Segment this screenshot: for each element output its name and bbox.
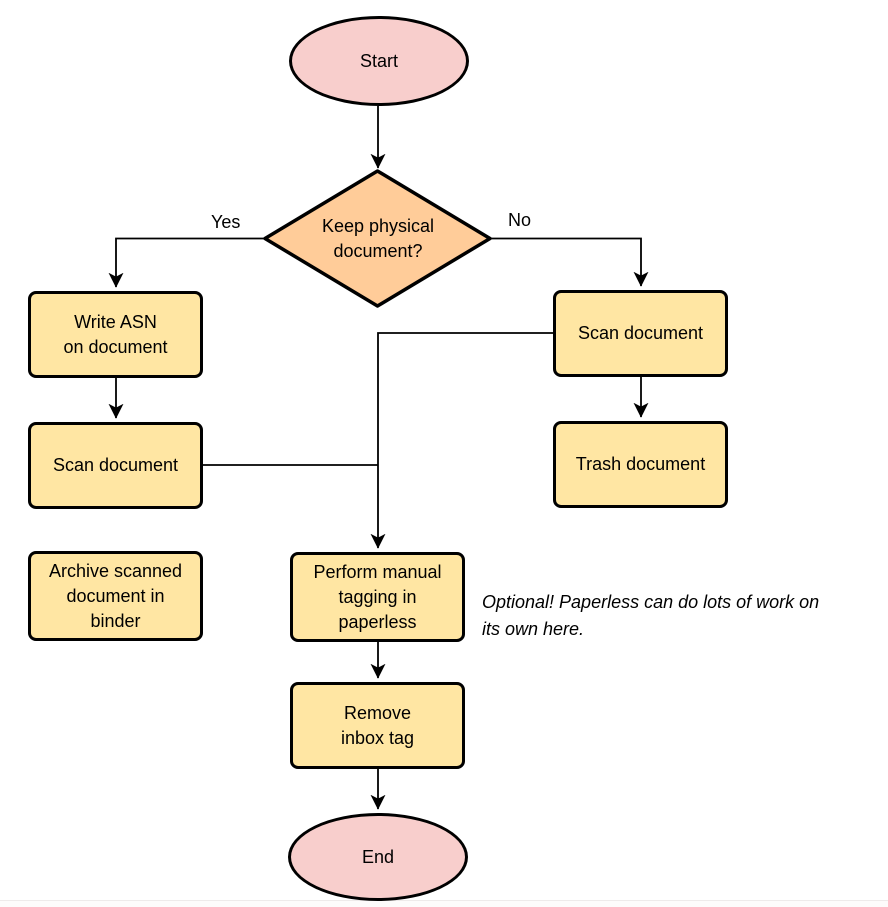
node-decision: Keep physical document? [288, 206, 468, 272]
node-write-asn-label: Write ASN on document [63, 311, 168, 357]
node-manual-tagging-label: Perform manual tagging in paperless [313, 561, 442, 632]
node-end-label: End [361, 846, 395, 867]
optional-note: Optional! Paperless can do lots of work … [482, 592, 820, 639]
node-end: End [288, 813, 468, 901]
bottom-window-edge [0, 900, 888, 907]
decision-diamond-shape [263, 169, 492, 308]
node-decision-label: Keep physical document? [321, 216, 435, 261]
node-archive-binder-label: Archive scanned document in binder [48, 560, 183, 631]
node-manual-tagging: Perform manual tagging in paperless [290, 552, 465, 642]
node-trash-document-label: Trash document [575, 454, 706, 474]
node-remove-inbox-tag-label: Remove inbox tag [340, 702, 415, 748]
edge-decision-yes [108, 237, 265, 288]
node-start: Start [289, 16, 469, 106]
node-scan-document-left: Scan document [28, 422, 203, 509]
node-scan-document-left-label: Scan document [52, 455, 179, 475]
node-scan-document-right-label: Scan document [577, 323, 704, 343]
node-archive-binder: Archive scanned document in binder [28, 551, 203, 641]
edge-label-no: No [508, 210, 532, 230]
edge-scanright-tagging [370, 332, 553, 549]
node-trash-document: Trash document [553, 421, 728, 508]
node-scan-document-right: Scan document [553, 290, 728, 377]
edge-decision-no [490, 237, 649, 287]
node-start-label: Start [359, 50, 398, 71]
node-remove-inbox-tag: Remove inbox tag [290, 682, 465, 769]
node-write-asn: Write ASN on document [28, 291, 203, 378]
edge-label-yes: Yes [211, 212, 241, 232]
